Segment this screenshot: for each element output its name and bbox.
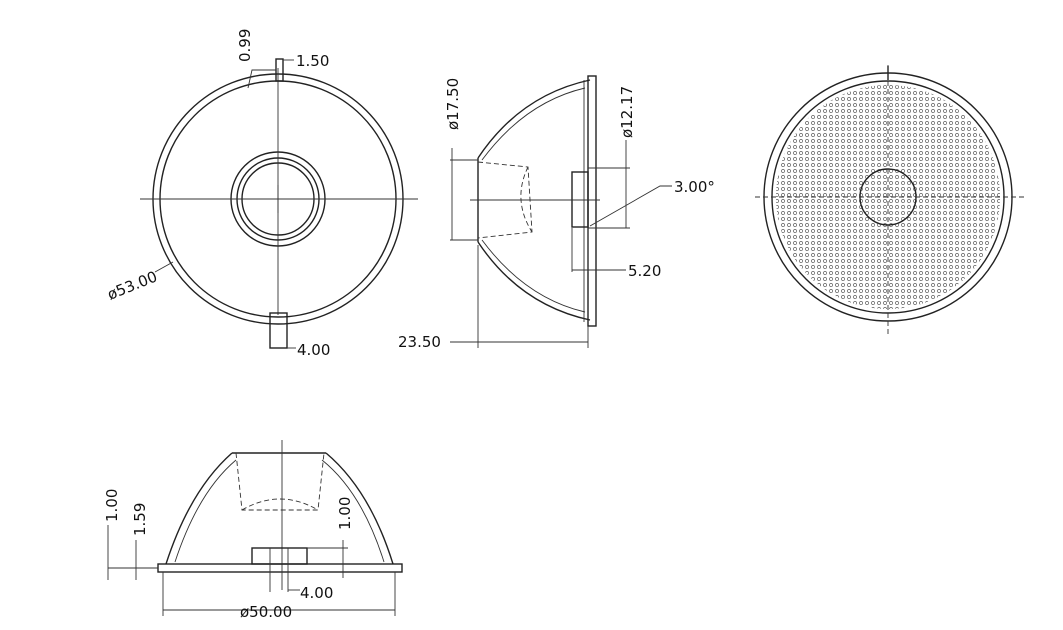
profile-reflector-left [165, 452, 233, 565]
dim-slot-depth: 0.99 [236, 29, 254, 62]
dim-inner-diameter: ø17.50 [444, 78, 462, 130]
side-lens-block [571, 171, 589, 228]
profile-base-plate [157, 563, 403, 573]
dim-outer-diameter: ø53.00 [105, 267, 160, 303]
dim-base-height: 1.59 [131, 503, 149, 536]
side-reflector-bottom-curve [477, 241, 591, 321]
dim-angle: 3.00° [674, 178, 715, 196]
front-top-notch [275, 58, 284, 82]
side-reflector-top-curve [477, 79, 591, 159]
dim-step-height: 1.00 [336, 497, 354, 530]
dim-lens-diameter: ø12.17 [618, 86, 636, 138]
mesh-view [755, 65, 1025, 335]
side-flange [587, 75, 597, 327]
side-view: ø17.50 ø12.17 3.00° 5.20 23.50 [398, 75, 715, 351]
dim-lens-depth: 5.20 [628, 262, 661, 280]
dim-height: 23.50 [398, 333, 441, 351]
dim-slot-width: 1.50 [296, 52, 329, 70]
dim-flange-thickness: 1.00 [103, 489, 121, 522]
profile-center-block [251, 547, 308, 565]
profile-view: 4.00 1.00 1.59 1.00 ø50.00 [103, 440, 403, 621]
front-view: 0.99 1.50 ø53.00 4.00 [105, 29, 418, 359]
dim-bottom-tab: 4.00 [297, 341, 330, 359]
profile-reflector-right [325, 452, 394, 565]
dim-center-width: 4.00 [300, 584, 333, 602]
dim-base-diameter: ø50.00 [240, 603, 292, 621]
front-bottom-tab [269, 312, 288, 349]
